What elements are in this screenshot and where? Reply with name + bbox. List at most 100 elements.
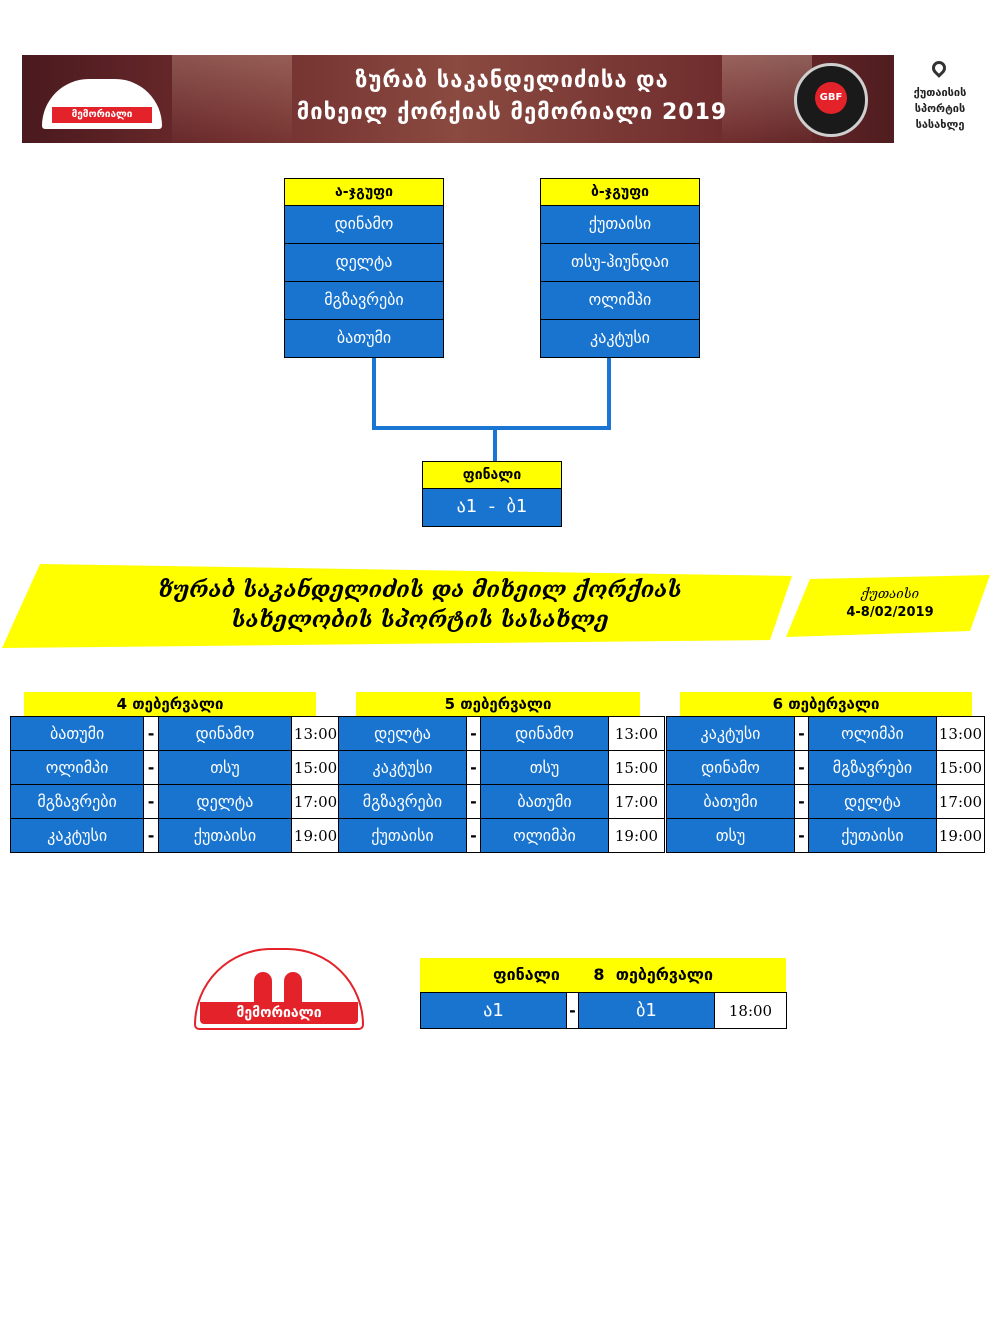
away-team: ოლიმპი <box>808 716 937 751</box>
day-schedule-3: 6 თებერვალი კაკტუსი - ოლიმპი 13:00 დინამ… <box>666 692 985 853</box>
schedule-table: ბათუმი - დინამო 13:00 ოლიმპი - თსუ 15:00… <box>9 716 340 853</box>
day-schedule-1: 4 თებერვალი ბათუმი - დინამო 13:00 ოლიმპი… <box>9 692 340 853</box>
away-team: ქუთაისი <box>808 818 937 853</box>
table-row: ბათუმი - დინამო 13:00 <box>9 716 340 751</box>
game-time: 13:00 <box>608 716 665 751</box>
memorial-logo-label: მემორიალი <box>52 107 152 123</box>
home-team: ბათუმი <box>9 716 145 751</box>
memorial-logo: მემორიალი <box>42 79 162 129</box>
banner-title: ზურაბ საკანდელიძისა და მიხეილ ქორქიას მე… <box>292 65 732 129</box>
group-b: ბ-ჯგუფი ქუთაისი თსუ-ჰიუნდაი ოლიმპი კაკტუ… <box>540 178 700 358</box>
date-stripe <box>786 575 990 637</box>
game-time: 19:00 <box>936 818 985 853</box>
table-row: დელტა - დინამო 13:00 <box>338 716 665 751</box>
dates-label: 4-8/02/2019 <box>846 605 934 620</box>
away-team: დინამო <box>157 716 293 751</box>
away-team: დელტა <box>157 784 293 819</box>
game-time: 19:00 <box>608 818 665 853</box>
table-row: ქუთაისი - ოლიმპი 19:00 <box>338 818 665 853</box>
dash-separator: - <box>566 992 579 1029</box>
dash-separator: - <box>466 818 481 853</box>
city-label: ქუთაისი <box>860 587 920 602</box>
home-team: კაკტუსი <box>666 716 795 751</box>
memorial-logo-bottom: მემორიალი <box>194 948 364 1030</box>
home-team: თსუ <box>666 818 795 853</box>
table-row: მგზავრები - ბათუმი 17:00 <box>338 784 665 819</box>
group-a-title: ა-ჯგუფი <box>284 178 444 206</box>
table-row: ა1 - ბ1 18:00 <box>420 992 787 1029</box>
away-team: დინამო <box>480 716 609 751</box>
home-team: მგზავრები <box>338 784 467 819</box>
table-row: კაკტუსი - თსუ 15:00 <box>338 750 665 785</box>
game-time: 15:00 <box>608 750 665 785</box>
group-a-team: დინამო <box>284 206 444 244</box>
group-a: ა-ჯგუფი დინამო დელტა მგზავრები ბათუმი <box>284 178 444 358</box>
home-team: ქუთაისი <box>338 818 467 853</box>
day-title: 5 თებერვალი <box>356 692 640 716</box>
venue-line1: ქუთაისის <box>913 86 967 99</box>
game-time: 19:00 <box>291 818 340 853</box>
away-team: მგზავრები <box>808 750 937 785</box>
group-b-team: თსუ-ჰიუნდაი <box>540 244 700 282</box>
dash-separator: - <box>466 784 481 819</box>
table-row: დინამო - მგზავრები 15:00 <box>666 750 985 785</box>
banner-photo-left <box>172 55 292 143</box>
game-time: 13:00 <box>936 716 985 751</box>
dash-separator: - <box>466 716 481 751</box>
bracket-line-left <box>372 358 376 430</box>
banner-title-line2: მიხეილ ქორქიას მემორიალი 2019 <box>296 100 728 125</box>
dash-separator: - <box>794 716 809 751</box>
venue-label: ქუთაისის სპორტის სასახლე <box>894 85 986 133</box>
table-row: თსუ - ქუთაისი 19:00 <box>666 818 985 853</box>
venue-heading: ზურაბ საკანდელიძის და მიხეილ ქორქიას სახ… <box>60 575 780 635</box>
game-time: 15:00 <box>936 750 985 785</box>
venue-heading-line1: ზურაბ საკანდელიძის და მიხეილ ქორქიას <box>158 577 682 603</box>
group-b-team: ქუთაისი <box>540 206 700 244</box>
bracket-line-right <box>607 358 611 430</box>
away-team: ქუთაისი <box>157 818 293 853</box>
game-time: 15:00 <box>291 750 340 785</box>
away-team: ბ1 <box>578 992 715 1029</box>
home-team: კაკტუსი <box>338 750 467 785</box>
home-team: კაკტუსი <box>9 818 145 853</box>
home-team: ა1 <box>420 992 567 1029</box>
venue-box: ქუთაისის სპორტის სასახლე <box>894 55 986 143</box>
group-a-team: მგზავრები <box>284 282 444 320</box>
final-label: ფინალი <box>493 965 560 984</box>
final-game: ფინალი 8 თებერვალი ა1 - ბ1 18:00 <box>420 958 787 1029</box>
table-row: კაკტუსი - ოლიმპი 13:00 <box>666 716 985 751</box>
final-table: ა1 - ბ1 18:00 <box>420 992 787 1029</box>
home-team: ოლიმპი <box>9 750 145 785</box>
final-title: ფინალი 8 თებერვალი <box>420 958 786 992</box>
home-team: დელტა <box>338 716 467 751</box>
home-team: ბათუმი <box>666 784 795 819</box>
bracket-final: ფინალი ა1 - ბ1 <box>422 461 562 527</box>
gbf-logo-label: GBF <box>815 82 847 114</box>
dash-separator: - <box>143 750 159 785</box>
group-a-team: ბათუმი <box>284 320 444 358</box>
day-title: 4 თებერვალი <box>24 692 316 716</box>
table-row: ოლიმპი - თსუ 15:00 <box>9 750 340 785</box>
game-time: 18:00 <box>714 992 787 1029</box>
group-b-title: ბ-ჯგუფი <box>540 178 700 206</box>
table-row: ბათუმი - დელტა 17:00 <box>666 784 985 819</box>
dash-separator: - <box>143 784 159 819</box>
home-team: მგზავრები <box>9 784 145 819</box>
day-title: 6 თებერვალი <box>680 692 972 716</box>
dash-separator: - <box>466 750 481 785</box>
dash-separator: - <box>143 716 159 751</box>
away-team: დელტა <box>808 784 937 819</box>
bracket-line-horizontal <box>372 426 611 430</box>
away-team: თსუ <box>157 750 293 785</box>
game-time: 13:00 <box>291 716 340 751</box>
group-b-team: კაკტუსი <box>540 320 700 358</box>
dash-separator: - <box>143 818 159 853</box>
dash-separator: - <box>794 750 809 785</box>
date-label: ქუთაისი 4-8/02/2019 <box>790 586 990 622</box>
bracket-line-center <box>493 426 497 462</box>
gbf-logo: GBF <box>794 63 868 137</box>
location-pin-icon <box>929 58 949 78</box>
header-banner: მემორიალი ზურაბ საკანდელიძისა და მიხეილ … <box>22 55 986 143</box>
yellow-stripe <box>2 564 792 648</box>
away-team: ოლიმპი <box>480 818 609 853</box>
